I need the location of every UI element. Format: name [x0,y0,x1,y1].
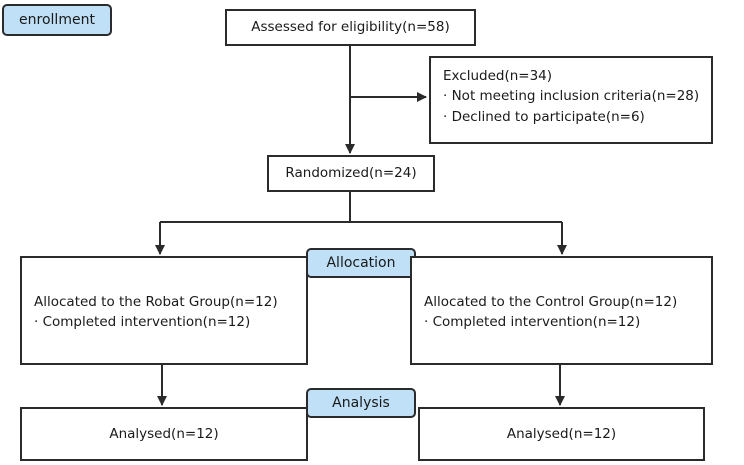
analysed-right-text: Analysed(n=12) [506,425,617,442]
assessed-box: Assessed for eligibility(n=58) [225,9,476,46]
assessed-text: Assessed for eligibility(n=58) [251,19,450,36]
excluded-box: Excluded(n=34) · Not meeting inclusion c… [429,56,713,144]
stage-enrollment: enrollment [2,4,112,36]
control-group-title: Allocated to the Control Group(n=12) [424,294,678,310]
analysed-left-text: Analysed(n=12) [109,425,219,442]
analysed-left-box: Analysed(n=12) [20,407,308,461]
robat-group-completed: · Completed intervention(n=12) [34,314,251,331]
robat-group-title: Allocated to the Robat Group(n=12) [34,294,278,310]
control-group-box: Allocated to the Control Group(n=12) · C… [410,256,713,365]
randomized-box: Randomized(n=24) [267,155,435,192]
excluded-reason-1: · Not meeting inclusion criteria(n=28) [443,88,700,105]
excluded-title: Excluded(n=34) [443,68,553,84]
stage-allocation: Allocation [306,248,416,278]
excluded-reason-2: · Declined to participate(n=6) [443,108,645,125]
randomized-text: Randomized(n=24) [285,165,417,182]
robat-group-box: Allocated to the Robat Group(n=12) · Com… [20,256,308,365]
stage-analysis: Analysis [306,388,416,418]
analysed-right-box: Analysed(n=12) [418,407,705,461]
control-group-completed: · Completed intervention(n=12) [424,314,641,331]
